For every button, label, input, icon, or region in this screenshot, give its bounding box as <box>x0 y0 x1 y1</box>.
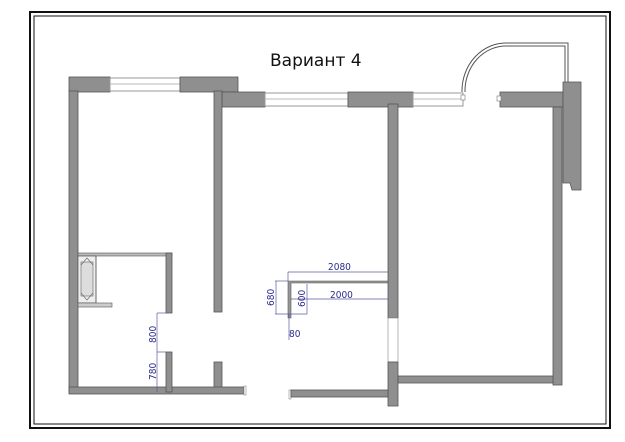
partition-wall-lower <box>213 361 223 391</box>
dim-680: 680 <box>266 289 277 306</box>
dim-80: 80 <box>289 329 301 340</box>
bottom-wall-middle <box>290 389 389 398</box>
center-wall-lower <box>387 361 399 407</box>
bottom-wall-right <box>397 375 554 384</box>
center-wall-doorway <box>387 317 399 363</box>
frame-outer <box>29 11 611 429</box>
frame-inner <box>33 15 607 425</box>
bathroom <box>77 252 173 393</box>
plan-title: Вариант 4 <box>270 51 362 71</box>
left-wall <box>68 90 79 393</box>
right-wall <box>552 106 563 386</box>
dim-2000: 2000 <box>330 290 353 301</box>
balcony-door <box>460 42 569 102</box>
right-outer-wall <box>562 81 582 191</box>
middle-top-wall <box>221 91 564 108</box>
kitchen-counter: 2080 2000 680 600 80 <box>266 262 389 340</box>
bath-dimensions: 800 780 <box>148 312 166 392</box>
partition-wall-upper <box>213 90 223 313</box>
center-wall-upper <box>387 103 399 319</box>
dim-780: 780 <box>148 363 159 380</box>
dim-600: 600 <box>297 290 308 307</box>
dim-800: 800 <box>148 326 159 343</box>
bottom-wall-left <box>68 386 245 395</box>
dim-2080: 2080 <box>328 262 351 273</box>
left-room-top-wall <box>68 76 239 93</box>
